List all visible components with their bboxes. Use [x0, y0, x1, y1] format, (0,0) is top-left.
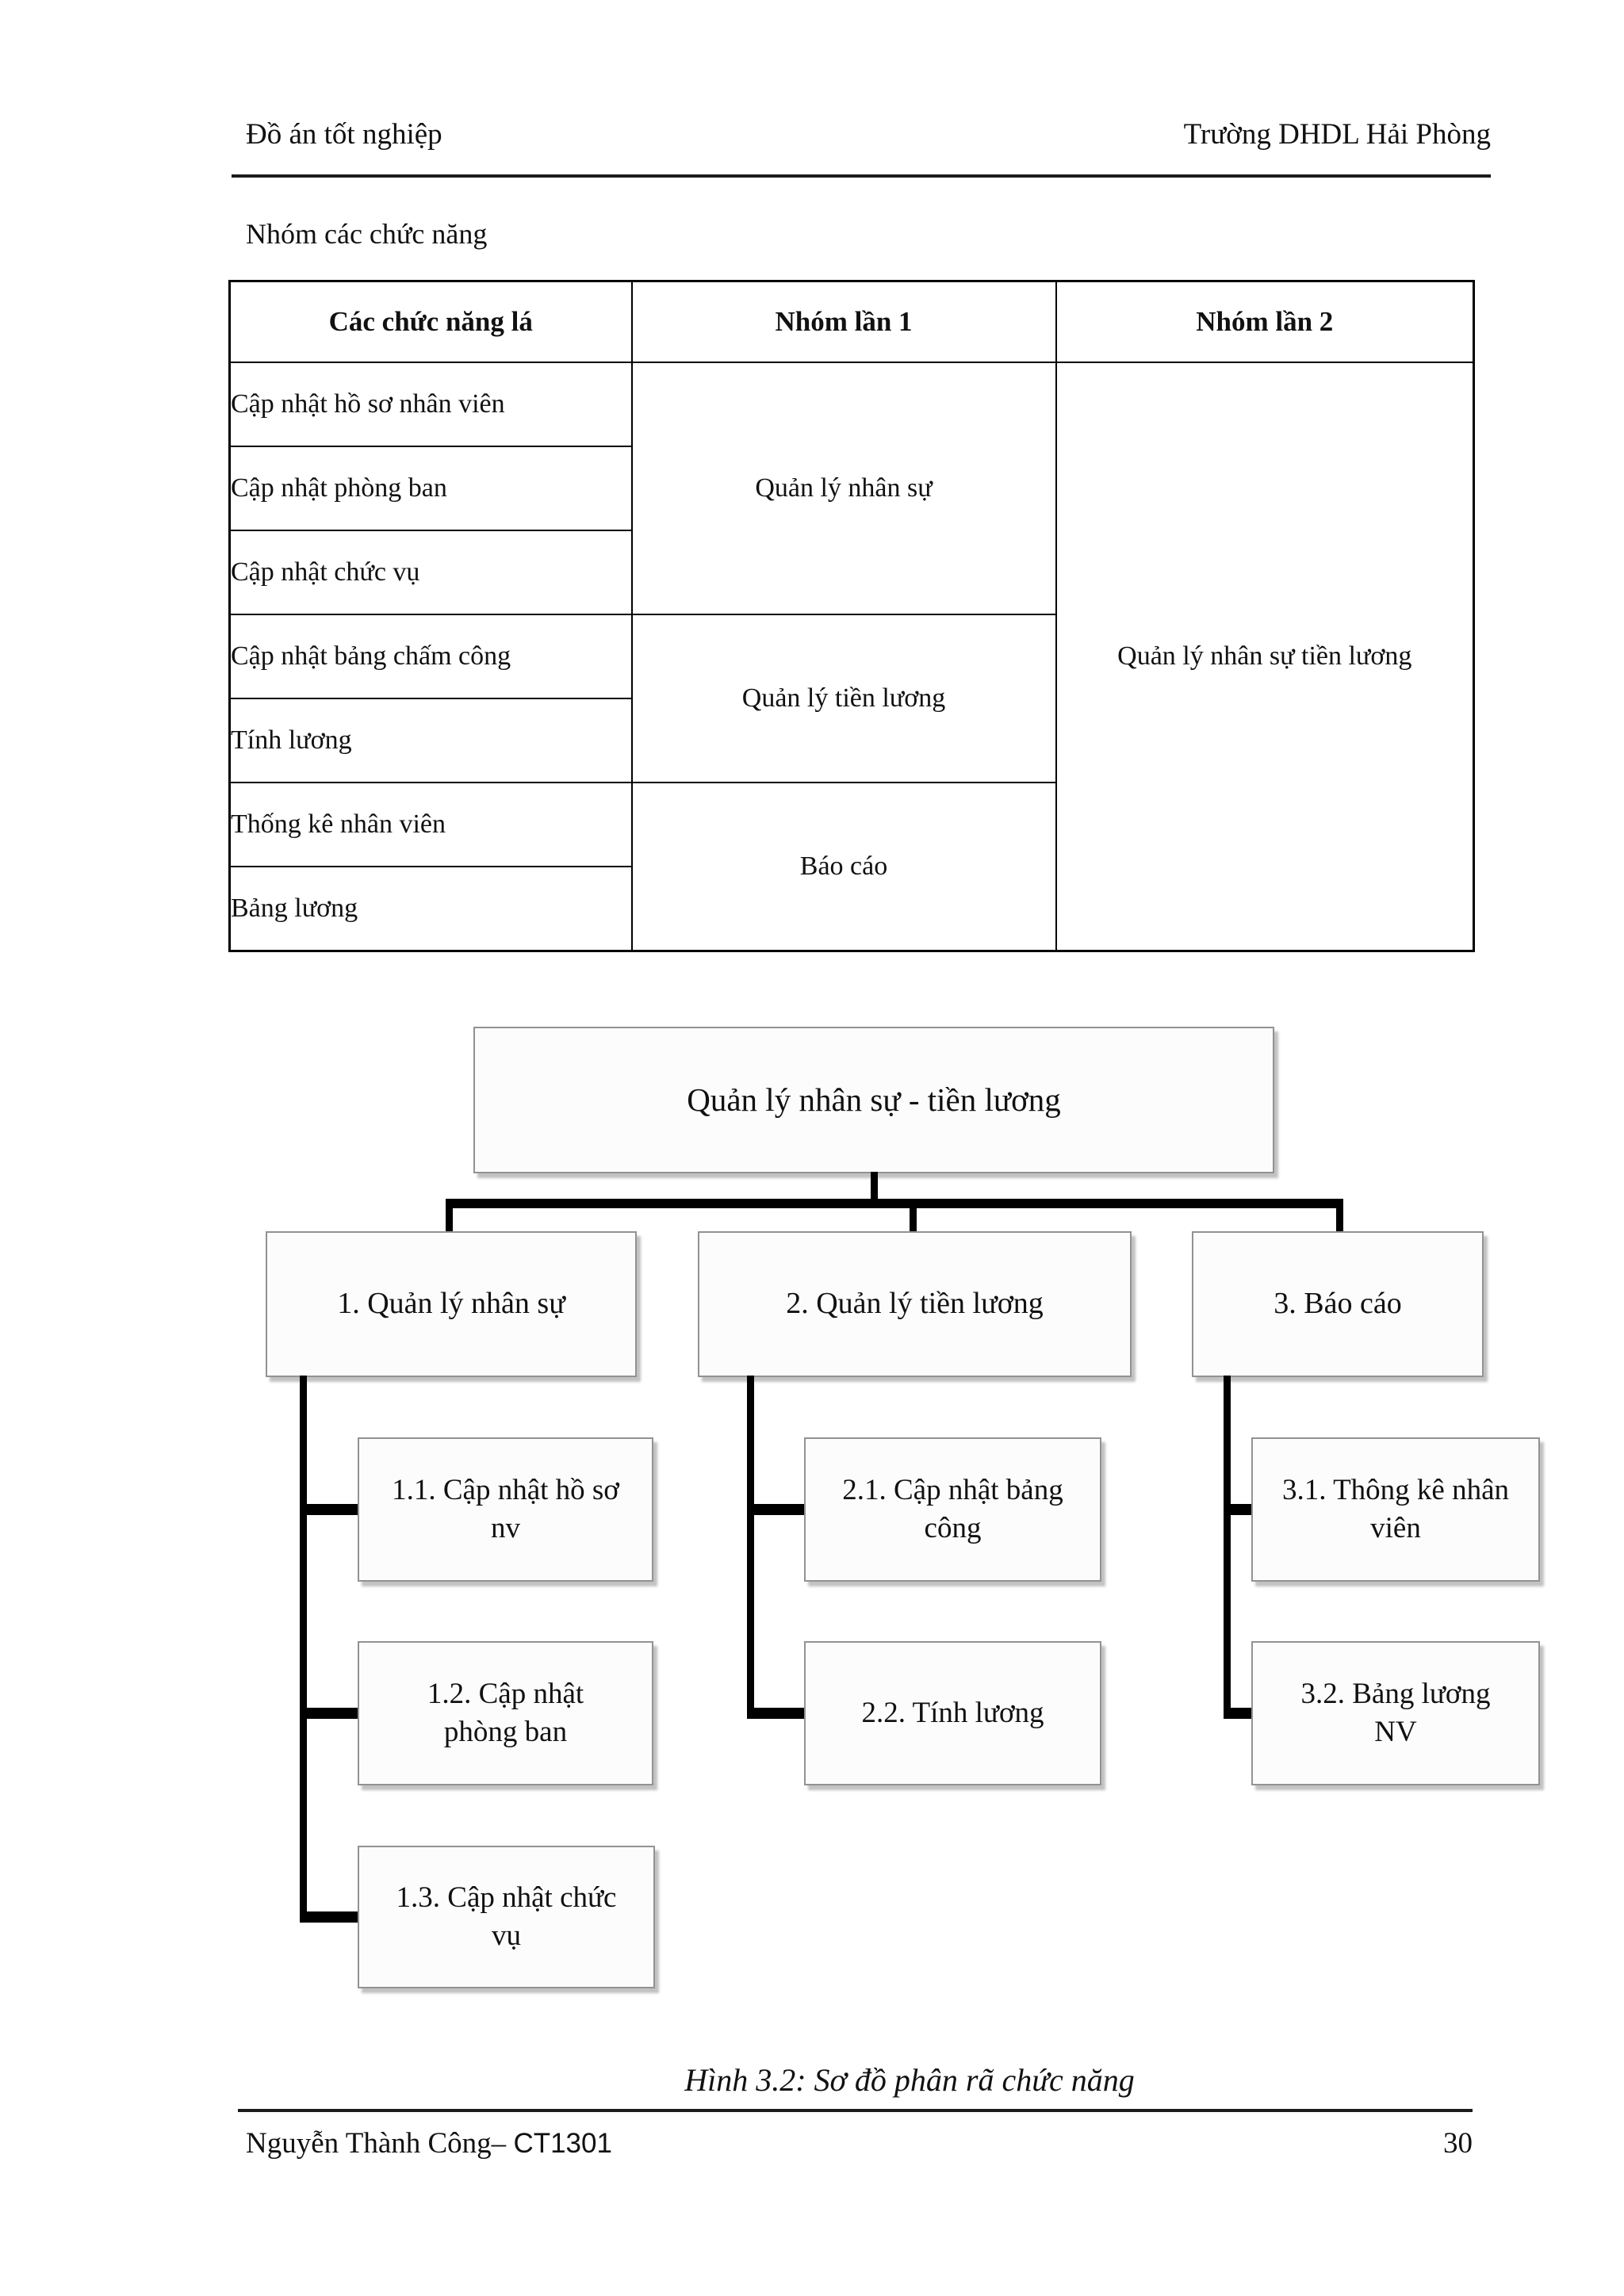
header-left-text: Đồ án tốt nghiệp [246, 118, 442, 151]
diagram-box-personnel: 1. Quản lý nhân sự [266, 1231, 637, 1377]
connector-drop-branch2 [910, 1205, 917, 1234]
leaf-function-cell: Cập nhật chức vụ [228, 530, 633, 615]
stub-2-2 [747, 1708, 806, 1719]
diagram-root-box: Quản lý nhân sự - tiền lương [473, 1027, 1274, 1173]
table-header-row: Các chức năng lá Nhóm lần 1 Nhóm lần 2 [228, 280, 1475, 363]
diagram-box-report: 3. Báo cáo [1192, 1231, 1484, 1377]
table-row: Cập nhật phòng ban [228, 446, 1474, 531]
table-row: Tính lương [228, 698, 1474, 783]
leaf-function-cell: Thống kê nhân viên [228, 782, 633, 867]
footer-author: Nguyễn Thành Công– CT1301 [246, 2126, 612, 2160]
leaf-function-cell: Cập nhật bảng chấm công [228, 614, 633, 699]
group1-cell-personnel: Quản lý nhân sự [630, 362, 1057, 615]
connector-horizontal-bar [446, 1199, 1343, 1208]
diagram-box-update-department: 1.2. Cập nhật phòng ban [358, 1641, 653, 1785]
header-right-text: Trường DHDL Hải Phòng [1183, 118, 1491, 151]
footer-class-code: CT1301 [513, 2128, 612, 2159]
group2-cell: Quản lý nhân sự tiền lương [1055, 362, 1475, 952]
leaf-function-cell: Cập nhật hồ sơ nhân viên [228, 362, 633, 447]
figure-caption: Hình 3.2: Sơ đồ phân rã chức năng [684, 2062, 1135, 2098]
diagram-box-payroll: 3.2. Bảng lương NV [1251, 1641, 1540, 1785]
trunk-branch1 [300, 1376, 307, 1922]
stub-3-2 [1224, 1708, 1253, 1719]
col-header-group2: Nhóm lần 2 [1055, 280, 1475, 363]
leaf-function-cell: Cập nhật phòng ban [228, 446, 633, 531]
section-intro-text: Nhóm các chức năng [246, 218, 488, 250]
footer-author-name: Nguyễn Thành Công– [246, 2127, 514, 2160]
diagram-box-update-profile: 1.1. Cập nhật hồ sơ nv [358, 1437, 653, 1582]
stub-1-3 [300, 1911, 359, 1923]
table-row: Bảng lương [228, 866, 1474, 952]
diagram-box-update-position: 1.3. Cập nhật chức vụ [358, 1846, 655, 1988]
table-row: Cập nhật hồ sơ nhân viên Quản lý nhân sự… [228, 362, 1475, 952]
table-row: Thống kê nhân viên Báo cáo [228, 782, 1474, 952]
footer-divider-line [238, 2109, 1473, 2112]
table-row: Cập nhật bảng chấm công Quản lý tiền lươ… [228, 614, 1474, 783]
trunk-branch3 [1224, 1376, 1231, 1718]
diagram-box-salary: 2. Quản lý tiền lương [698, 1231, 1132, 1377]
stub-1-1 [300, 1504, 359, 1515]
diagram-box-calc-salary: 2.2. Tính lương [804, 1641, 1101, 1785]
stub-1-2 [300, 1708, 359, 1719]
header-divider-line [232, 174, 1491, 178]
group1-cell-salary: Quản lý tiền lương [630, 614, 1057, 783]
group1-cell-report: Báo cáo [630, 782, 1057, 952]
trunk-branch2 [747, 1376, 754, 1718]
stub-3-1 [1224, 1504, 1253, 1515]
page-number: 30 [1443, 2127, 1473, 2160]
function-grouping-table: Các chức năng lá Nhóm lần 1 Nhóm lần 2 C… [228, 280, 1475, 952]
connector-drop-branch1 [446, 1205, 453, 1234]
col-header-group1: Nhóm lần 1 [630, 280, 1057, 363]
connector-drop-branch3 [1336, 1205, 1343, 1234]
leaf-function-cell: Bảng lương [228, 866, 633, 952]
diagram-box-update-timesheet: 2.1. Cập nhật bảng công [804, 1437, 1101, 1582]
connector-root-drop [871, 1172, 878, 1203]
stub-2-1 [747, 1504, 806, 1515]
table-row: Cập nhật chức vụ [228, 530, 1474, 615]
col-header-leaf-functions: Các chức năng lá [228, 280, 633, 363]
leaf-function-cell: Tính lương [228, 698, 633, 783]
diagram-box-employee-stats: 3.1. Thông kê nhân viên [1251, 1437, 1540, 1582]
